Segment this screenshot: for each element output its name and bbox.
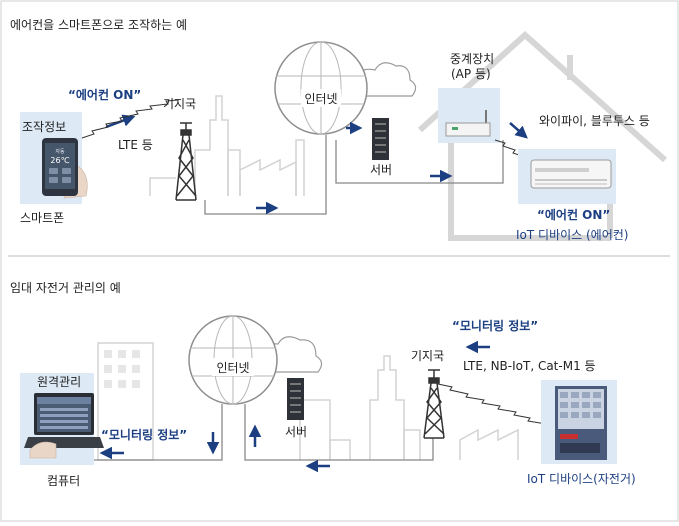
internet-to-tower-line — [244, 404, 434, 461]
air-conditioner-icon — [530, 159, 612, 189]
wifi-label: 와이파이, 블루투스 등 — [539, 114, 650, 128]
bottom-title: 임대 자전거 관리의 예 — [10, 281, 121, 295]
ac-command-label: “에어컨 ON” — [537, 207, 610, 222]
wifi-arrow — [509, 122, 528, 139]
command-arrow — [105, 114, 136, 129]
smartphone-icon: 자동 26℃ — [42, 138, 88, 199]
command-label: “에어컨 ON” — [68, 87, 141, 102]
base-station-tower-bottom — [423, 369, 445, 439]
server-icon-bottom — [287, 378, 304, 420]
monitor-info-left-label: “모니터링 정보” — [101, 427, 187, 442]
internet-label-bottom: 인터넷 — [216, 361, 249, 375]
computer-to-internet-line — [94, 404, 223, 461]
phone-mode-label: 자동 — [55, 148, 65, 155]
phone-temp-label: 26℃ — [50, 156, 69, 165]
laptop-icon — [24, 393, 104, 459]
relay-label-line2: (AP 등) — [451, 67, 491, 81]
remote-label: 원격관리 — [37, 375, 81, 389]
relay-label-line1: 중계장치 — [450, 52, 494, 66]
top-title: 에어컨을 스마트폰으로 조작하는 예 — [10, 18, 187, 32]
server-icon-top — [372, 118, 389, 160]
iot-device-label-bottom: IoT 디바이스(자전거) — [527, 472, 636, 486]
base-station-label-bottom: 기지국 — [411, 349, 444, 363]
tower-to-internet-line — [204, 135, 327, 215]
lte-label: LTE 등 — [118, 138, 153, 152]
internet-globe-top: 인터넷 — [274, 41, 417, 135]
internet-to-relay-line — [335, 140, 504, 184]
bike-signal-zigzag — [437, 383, 557, 431]
base-station-tower-top — [175, 122, 197, 201]
monitor-info-right-label: “모니터링 정보” — [452, 318, 538, 333]
smartphone-label: 스마트폰 — [20, 211, 64, 225]
access-point-icon — [445, 110, 491, 137]
internet-globe-bottom: 인터넷 — [188, 315, 323, 405]
internet-label-top: 인터넷 — [304, 92, 337, 106]
computer-label: 컴퓨터 — [47, 474, 80, 488]
top-city-silhouette — [149, 95, 305, 196]
network-label: LTE, NB-IoT, Cat-M1 등 — [463, 359, 596, 373]
bike-station-icon — [555, 386, 607, 460]
lte-signal-zigzag — [81, 99, 179, 139]
iot-device-label-top: IoT 디바이스 (에어컨) — [516, 228, 628, 242]
base-station-label-top: 기지국 — [163, 97, 196, 111]
server-label-top: 서버 — [370, 163, 392, 177]
control-info-label: 조작정보 — [22, 120, 66, 134]
server-label-bottom: 서버 — [285, 425, 307, 439]
